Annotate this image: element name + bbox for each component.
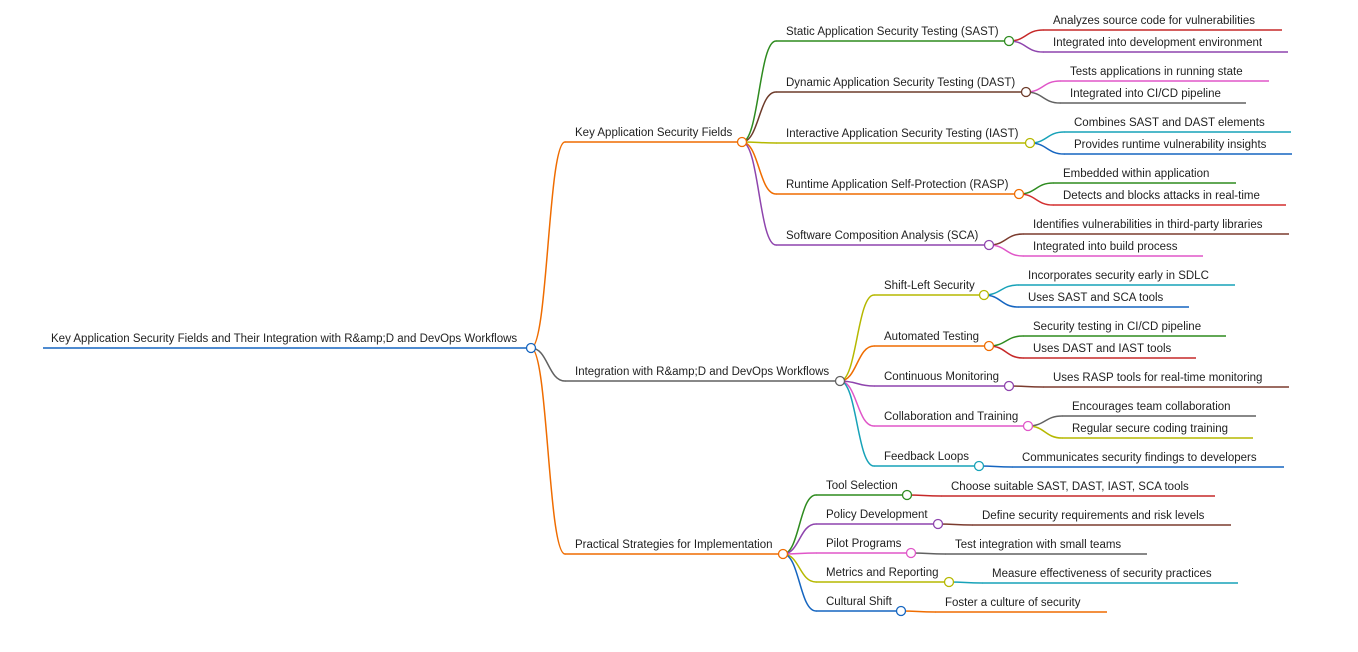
root-node-dot[interactable]	[525, 342, 537, 354]
topic-node-dot[interactable]	[932, 518, 944, 530]
topic-node-label: Cultural Shift	[826, 596, 893, 608]
topic-node-label: Static Application Security Testing (SAS…	[786, 26, 999, 38]
detail-connector	[988, 233, 1024, 246]
topic-node-label: Dynamic Application Security Testing (DA…	[786, 77, 1015, 89]
topic-node-dot[interactable]	[973, 460, 985, 472]
topic-node-dot[interactable]	[1003, 35, 1015, 47]
topic-node-dot[interactable]	[905, 547, 917, 559]
topic-node-label: Interactive Application Security Testing…	[786, 128, 1019, 140]
topic-connector	[741, 141, 777, 246]
topic-connector	[839, 380, 875, 467]
topic-connector	[782, 553, 817, 612]
branch-node-dot[interactable]	[736, 136, 748, 148]
topic-node-label: Shift-Left Security	[884, 280, 975, 292]
topic-node-label: Collaboration and Training	[884, 411, 1018, 423]
branch-connector	[530, 141, 566, 349]
topic-node-dot[interactable]	[983, 239, 995, 251]
detail-node-label: Encourages team collaboration	[1072, 401, 1231, 413]
branch-connector	[530, 347, 566, 382]
detail-connector	[1025, 91, 1061, 104]
detail-node-label: Analyzes source code for vulnerabilities	[1053, 15, 1255, 27]
detail-connector	[983, 294, 1019, 308]
detail-connector	[988, 345, 1024, 359]
detail-node-label: Embedded within application	[1063, 168, 1209, 180]
topic-node-label: Pilot Programs	[826, 538, 902, 550]
detail-node-label: Integrated into build process	[1033, 241, 1178, 253]
topic-connector	[839, 294, 875, 382]
branch-node-label: Key Application Security Fields	[575, 127, 732, 139]
detail-node-label: Integrated into development environment	[1053, 37, 1263, 49]
detail-connector	[1018, 182, 1054, 195]
topic-node-label: Metrics and Reporting	[826, 567, 939, 579]
branch-node-label: Integration with R&amp;D and DevOps Work…	[575, 366, 829, 378]
detail-connector	[1008, 29, 1044, 42]
branch-node-dot[interactable]	[777, 548, 789, 560]
underline-layer	[43, 29, 1292, 613]
detail-connector	[1029, 131, 1065, 144]
detail-node-label: Identifies vulnerabilities in third-part…	[1033, 219, 1263, 231]
topic-node-dot[interactable]	[978, 289, 990, 301]
branch-connector	[530, 347, 566, 555]
topic-connector	[741, 91, 777, 143]
detail-node-label: Tests applications in running state	[1070, 66, 1243, 78]
detail-connector	[1008, 40, 1044, 53]
topic-node-dot[interactable]	[1003, 380, 1015, 392]
topic-node-label: Runtime Application Self-Protection (RAS…	[786, 179, 1009, 191]
detail-node-label: Regular secure coding training	[1072, 423, 1228, 435]
topic-node-dot[interactable]	[943, 576, 955, 588]
detail-node-label: Choose suitable SAST, DAST, IAST, SCA to…	[951, 481, 1189, 493]
detail-connector	[1027, 415, 1063, 427]
topic-node-label: Automated Testing	[884, 331, 979, 343]
detail-node-label: Test integration with small teams	[955, 539, 1121, 551]
topic-node-label: Policy Development	[826, 509, 928, 521]
topic-node-dot[interactable]	[983, 340, 995, 352]
detail-node-label: Define security requirements and risk le…	[982, 510, 1205, 522]
detail-connector	[1025, 80, 1061, 93]
detail-node-label: Combines SAST and DAST elements	[1074, 117, 1265, 129]
detail-connector	[1018, 193, 1054, 206]
detail-node-label: Incorporates security early in SDLC	[1028, 270, 1209, 282]
detail-node-label: Measure effectiveness of security practi…	[992, 568, 1212, 580]
topic-node-dot[interactable]	[1022, 420, 1034, 432]
detail-node-label: Provides runtime vulnerability insights	[1074, 139, 1267, 151]
topic-node-label: Continuous Monitoring	[884, 371, 999, 383]
branch-node-label: Practical Strategies for Implementation	[575, 539, 773, 551]
topic-node-dot[interactable]	[1020, 86, 1032, 98]
topic-node-dot[interactable]	[1013, 188, 1025, 200]
detail-connector	[988, 335, 1024, 347]
detail-node-label: Uses DAST and IAST tools	[1033, 343, 1172, 355]
topic-node-dot[interactable]	[1024, 137, 1036, 149]
topic-node-label: Feedback Loops	[884, 451, 969, 463]
detail-connector	[1029, 142, 1065, 155]
detail-connector	[1027, 425, 1063, 439]
topic-node-label: Tool Selection	[826, 480, 898, 492]
root-node-label: Key Application Security Fields and Thei…	[51, 333, 517, 345]
topic-node-dot[interactable]	[895, 605, 907, 617]
detail-node-label: Foster a culture of security	[945, 597, 1081, 609]
detail-connector	[983, 284, 1019, 296]
node-dot-layer	[525, 35, 1036, 617]
topic-node-label: Software Composition Analysis (SCA)	[786, 230, 979, 242]
topic-node-dot[interactable]	[901, 489, 913, 501]
topic-connector	[839, 380, 875, 427]
detail-node-label: Uses RASP tools for real-time monitoring	[1053, 372, 1262, 384]
topic-connector	[782, 523, 817, 555]
detail-node-label: Communicates security findings to develo…	[1022, 452, 1257, 464]
topic-connector	[741, 141, 777, 195]
detail-node-label: Detects and blocks attacks in real-time	[1063, 190, 1260, 202]
branch-node-dot[interactable]	[834, 375, 846, 387]
topic-connector	[839, 345, 875, 382]
label-layer: Key Application Security Fields and Thei…	[51, 15, 1267, 609]
detail-node-label: Security testing in CI/CD pipeline	[1033, 321, 1201, 333]
detail-connector	[988, 244, 1024, 257]
detail-node-label: Uses SAST and SCA tools	[1028, 292, 1164, 304]
topic-connector	[782, 553, 817, 583]
topic-connector	[741, 40, 777, 143]
detail-node-label: Integrated into CI/CD pipeline	[1070, 88, 1221, 100]
